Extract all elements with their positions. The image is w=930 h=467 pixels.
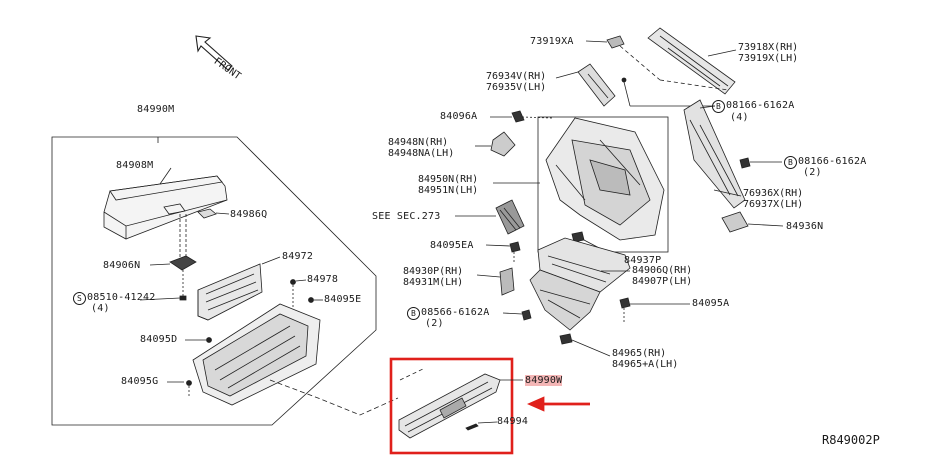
label-76934v-rh: 76934V(RH) — [486, 71, 547, 82]
bin-lower — [192, 303, 321, 406]
red-pointer-arrow — [527, 396, 590, 412]
label-08510-num: 08510-41242 — [87, 292, 156, 303]
bracket-84930p — [499, 267, 515, 296]
trim-76934v — [577, 63, 616, 107]
label-84095d: 84095D — [140, 334, 178, 345]
side-trim-84950n — [545, 117, 665, 241]
label-84965a-lh: 84965+A(LH) — [612, 359, 679, 370]
floor-frame-84906q — [529, 237, 631, 331]
label-84990m: 84990M — [137, 104, 175, 115]
label-84936n: 84936N — [786, 221, 824, 232]
label-84906q-rh: 84906Q(RH) — [632, 265, 693, 276]
label-84965-rh: 84965(RH) — [612, 348, 667, 359]
label-08566-num: 08566-6162A — [421, 307, 490, 318]
label-84095g: 84095G — [121, 376, 159, 387]
label-84994: 84994 — [497, 416, 529, 427]
label-08166-a-num: 08166-6162A — [726, 100, 795, 111]
label-84986q: 84986Q — [230, 209, 268, 220]
label-84907p-lh: 84907P(LH) — [632, 276, 693, 287]
cover-84948n — [490, 131, 516, 157]
label-84908m: 84908M — [116, 160, 154, 171]
label-84930p-rh: 84930P(RH) — [403, 266, 464, 277]
label-84978: 84978 — [307, 274, 339, 285]
label-84095a: 84095A — [692, 298, 730, 309]
screw-84978 — [290, 279, 296, 285]
clip-84936n — [721, 211, 749, 233]
left-assembly-outline — [51, 136, 377, 426]
label-76937x-lh: 76937X(LH) — [743, 199, 804, 210]
label-84096a: 84096A — [440, 111, 478, 122]
circle-s-badge: S — [73, 292, 86, 305]
label-84095e: 84095E — [324, 294, 362, 305]
label-see-sec273: SEE SEC.273 — [372, 211, 441, 222]
label-84948na-lh: 84948NA(LH) — [388, 148, 455, 159]
label-08166-a-qty: (4) — [730, 112, 749, 123]
trim-73918x — [647, 27, 736, 95]
label-84972: 84972 — [282, 251, 314, 262]
reference-code: R849002P — [822, 433, 880, 447]
label-84906n: 84906N — [103, 260, 141, 271]
label-08510-qty: (4) — [91, 303, 110, 314]
label-84937p: 84937P — [624, 255, 662, 266]
label-76935v-lh: 76935V(LH) — [486, 82, 547, 93]
label-84950n-rh: 84950N(RH) — [418, 174, 479, 185]
label-73918x-rh: 73918X(RH) — [738, 42, 799, 53]
leader-84908m — [159, 167, 172, 185]
circle-b-badge-3: B — [407, 307, 420, 320]
label-73919x-lh: 73919X(LH) — [738, 53, 799, 64]
floor-board-84908m — [103, 175, 228, 240]
label-84931m-lh: 84931M(LH) — [403, 277, 464, 288]
label-08566-qty: (2) — [425, 318, 444, 329]
label-73919xa: 73919XA — [530, 36, 574, 47]
circle-b-badge-2: B — [784, 156, 797, 169]
label-84948n-rh: 84948N(RH) — [388, 137, 449, 148]
label-84990w: 84990W — [525, 375, 563, 386]
clip-84986q — [197, 208, 217, 219]
label-08166-b-num: 08166-6162A — [798, 156, 867, 167]
label-76936x-rh: 76936X(RH) — [743, 188, 804, 199]
label-08166-b-qty: (2) — [803, 167, 822, 178]
label-84951n-lh: 84951N(LH) — [418, 185, 479, 196]
highlight-box-84990w — [389, 357, 514, 455]
bolt-84096a — [511, 110, 525, 123]
hook-84906n — [169, 255, 197, 271]
cap-73919xa — [606, 35, 625, 49]
screw-84095e — [308, 297, 314, 303]
pillar-76936x — [683, 99, 746, 209]
scuff-plate-84990w — [398, 373, 501, 439]
circle-b-badge: B — [712, 100, 725, 113]
label-84095ea: 84095EA — [430, 240, 474, 251]
front-arrow — [195, 35, 233, 71]
vent-sec273 — [495, 199, 525, 235]
tray-84972 — [197, 263, 263, 321]
